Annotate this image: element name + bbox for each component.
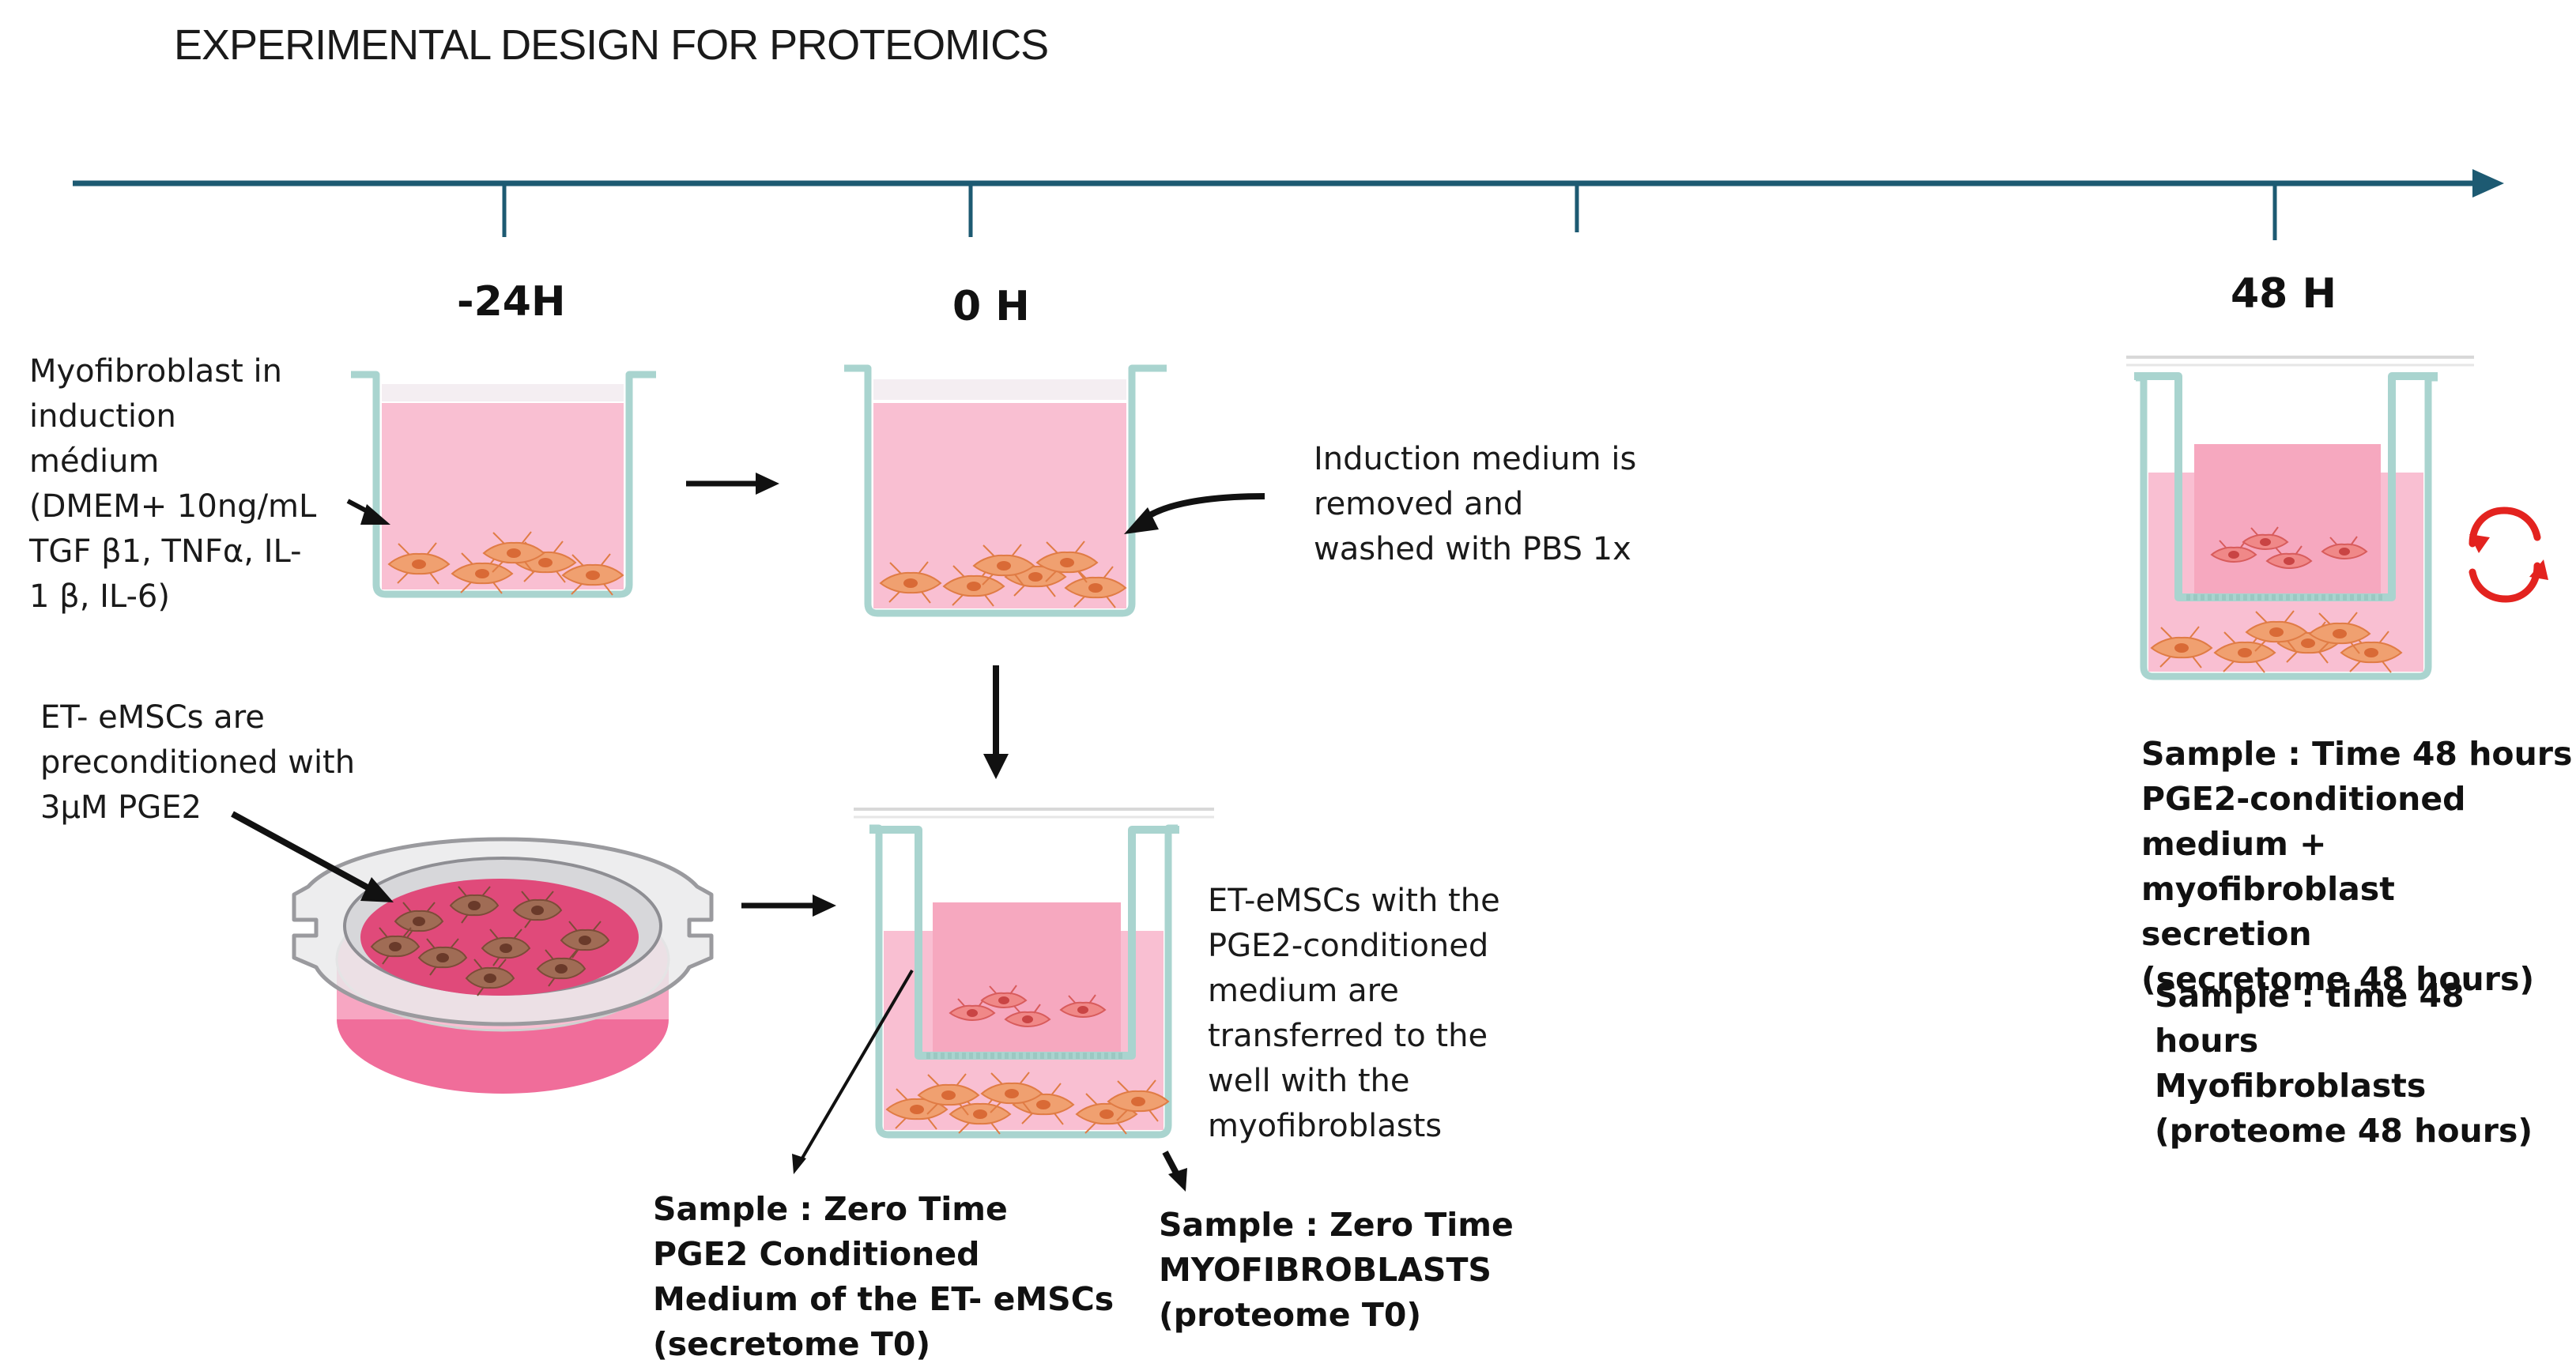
sample-proteome-t0: Sample : Zero Time MYOFIBROBLASTS (prote…: [1159, 1206, 1514, 1334]
pointer-secretome-t0-icon: [797, 969, 914, 1166]
timeline-arrowhead: [2472, 169, 2504, 198]
myofibroblast-induction-note: Myofibroblast in induction médium (DMEM+…: [29, 353, 317, 615]
preconditioned-note: ET- eMSCs are preconditioned with 3µM PG…: [40, 699, 356, 826]
timeline-label-48h: 48 H: [2231, 270, 2337, 318]
induction-removed-note: Induction medium is removed and washed w…: [1314, 441, 1637, 567]
culture-well-icon: [351, 371, 656, 598]
timeline-label-minus-24h: -24H: [457, 278, 566, 326]
sample-proteome-48h: Sample : time 48 hours Myofibroblasts (p…: [2155, 977, 2533, 1150]
petri-dish-icon: [292, 837, 714, 1094]
rotate-arrows-icon: [2469, 507, 2548, 603]
curved-pointer-icon: [1135, 493, 1265, 527]
transwell-insert-icon: [854, 808, 1214, 1139]
sample-secretome-48h: Sample : Time 48 hours PGE2-conditioned …: [2141, 735, 2573, 998]
sample-secretome-t0: Sample : Zero Time PGE2 Conditioned Medi…: [653, 1190, 1115, 1363]
timeline-label-0h: 0 H: [952, 283, 1030, 330]
pointer-to-dish-icon: [231, 811, 376, 895]
culture-well-0h-icon: [844, 364, 1167, 617]
timeline: [73, 169, 2504, 240]
flow-arrows: [231, 473, 1265, 1192]
diagram-title: EXPERIMENTAL DESIGN FOR PROTEOMICS: [174, 21, 1049, 69]
transfer-note: ET-eMSCs with the PGE2-conditioned mediu…: [1208, 883, 1500, 1144]
transwell-48h-icon: [2126, 356, 2474, 680]
